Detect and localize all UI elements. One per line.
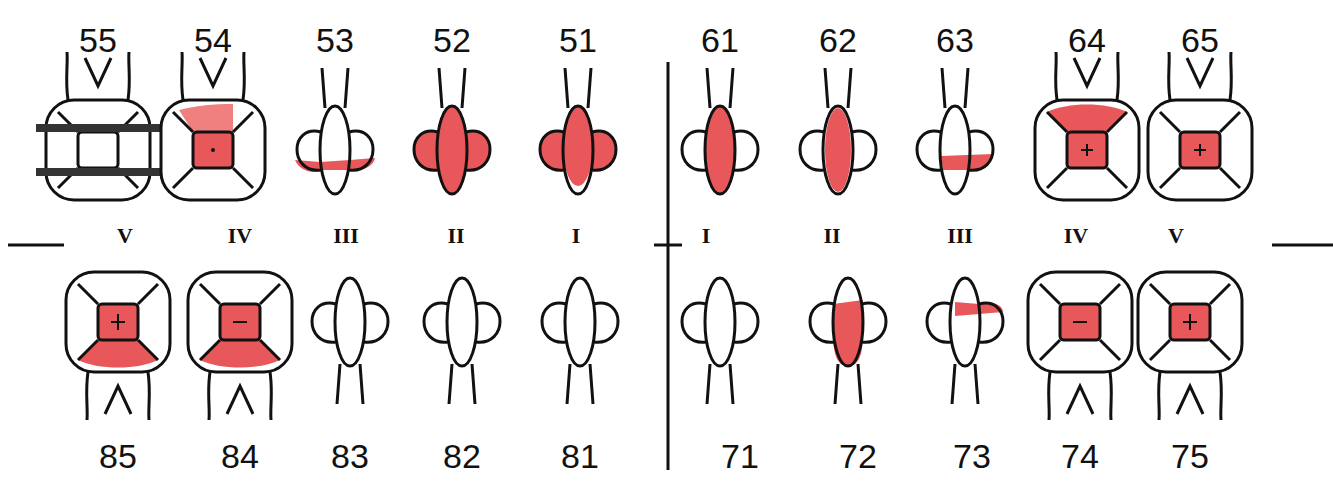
arch-lines [8, 62, 1333, 470]
tooth-64 [1035, 52, 1139, 200]
tooth-61 [682, 68, 758, 194]
tooth-number: 54 [194, 23, 232, 57]
tooth-number: 85 [99, 439, 137, 473]
tooth-number: 72 [839, 439, 877, 473]
tooth-numeral: IV [228, 225, 252, 247]
tooth-numeral: III [947, 225, 973, 247]
tooth-number: 84 [221, 439, 259, 473]
tooth-72 [810, 278, 886, 404]
tooth-81 [542, 278, 618, 404]
tooth-numeral: II [823, 225, 840, 247]
tooth-numeral: I [702, 225, 711, 247]
tooth-number: 52 [433, 23, 471, 57]
tooth-number: 63 [936, 23, 974, 57]
tooth-73 [927, 278, 1003, 404]
tooth-63 [917, 68, 993, 194]
tooth-53 [295, 68, 375, 194]
tooth-number: 74 [1061, 439, 1099, 473]
tooth-74 [1028, 272, 1132, 420]
tooth-numeral: I [572, 225, 581, 247]
tooth-number: 64 [1068, 23, 1106, 57]
tooth-54 [161, 52, 265, 200]
tooth-numeral: IV [1064, 225, 1088, 247]
tooth-number: 75 [1171, 439, 1209, 473]
tooth-65 [1148, 52, 1252, 200]
tooth-84 [188, 272, 292, 420]
tooth-number: 71 [721, 439, 759, 473]
tooth-number: 83 [331, 439, 369, 473]
tooth-number: 73 [953, 439, 991, 473]
tooth-82 [424, 278, 500, 404]
tooth-number: 81 [561, 439, 599, 473]
tooth-52 [414, 68, 490, 194]
tooth-71 [682, 278, 758, 404]
tooth-51 [540, 68, 616, 194]
tooth-numeral: V [117, 225, 133, 247]
tooth-number: 65 [1181, 23, 1219, 57]
tooth-number: 53 [316, 23, 354, 57]
tooth-75 [1138, 272, 1242, 420]
tooth-83 [312, 278, 388, 404]
tooth-85 [66, 272, 170, 420]
tooth-number: 51 [559, 23, 597, 57]
tooth-number: 55 [79, 23, 117, 57]
tooth-numeral: II [447, 225, 464, 247]
tooth-55 [36, 52, 160, 200]
tooth-number: 82 [443, 439, 481, 473]
tooth-numeral: V [1168, 225, 1184, 247]
tooth-number: 61 [701, 23, 739, 57]
tooth-numeral: III [333, 225, 359, 247]
tooth-number: 62 [819, 23, 857, 57]
tooth-62 [800, 68, 876, 194]
